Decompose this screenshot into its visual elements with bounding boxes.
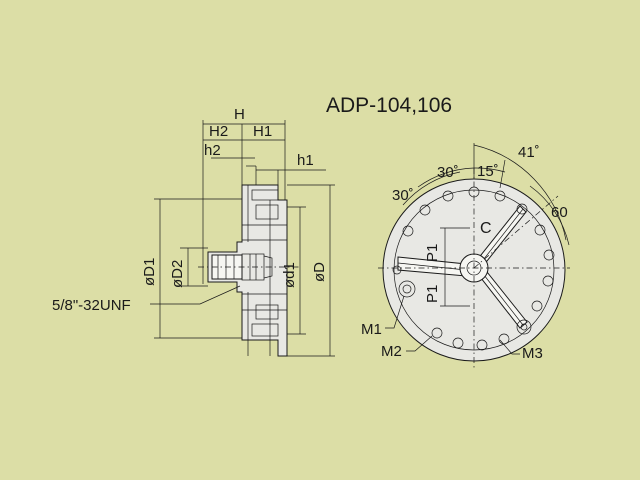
bolt-hole (452, 337, 464, 349)
label-M3: M3 (522, 345, 543, 362)
label-angle-41: 41˚ (518, 144, 540, 161)
bolt-hole (494, 190, 506, 202)
label-diameter-D2: øD2 (169, 260, 186, 288)
label-P1-upper: P1 (424, 244, 441, 262)
bolt-hole (431, 327, 443, 339)
label-angle-15: 15˚ (477, 163, 499, 180)
label-C: C (480, 220, 492, 237)
bolt-hole (531, 300, 543, 312)
bolt-hole (442, 190, 454, 202)
label-H2: H2 (209, 123, 228, 140)
bolt-hole (542, 275, 554, 287)
label-h1: h1 (297, 152, 314, 169)
bolt-hole (534, 224, 546, 236)
bolt-hole (498, 333, 510, 345)
label-60: 60 (551, 204, 568, 221)
drawing-title: ADP-104,106 (326, 94, 452, 117)
bolt-hole (520, 323, 528, 331)
label-diameter-D1: øD1 (141, 258, 158, 286)
label-P1-lower: P1 (424, 285, 441, 303)
bolt-hole (419, 204, 431, 216)
label-H1: H1 (253, 123, 272, 140)
label-diameter-d1: ød1 (281, 262, 298, 288)
bolt-hole (392, 265, 402, 275)
side-view: H H2 H1 h2 h1 øD ød1 øD1 øD2 5/8"-32UNF (52, 106, 335, 357)
label-h2: h2 (204, 142, 221, 159)
label-angle-30-left: 30˚ (392, 187, 414, 204)
bolt-hole (516, 319, 532, 335)
bolt-hole (516, 203, 528, 215)
bolt-hole (398, 280, 416, 298)
label-angle-30-top: 30˚ (437, 164, 459, 181)
bolt-hole (402, 225, 414, 237)
bolt-hole (543, 249, 555, 261)
side-body (207, 184, 288, 357)
front-view: C P1 P1 41˚ 30˚ 15˚ 30˚ 60 M1 M2 M3 (361, 143, 570, 368)
label-diameter-D: øD (311, 262, 328, 282)
bolt-hole (476, 339, 488, 351)
label-H: H (234, 106, 245, 123)
bolt-hole (402, 284, 412, 294)
label-M2: M2 (381, 343, 402, 360)
label-thread: 5/8"-32UNF (52, 297, 131, 314)
label-M1: M1 (361, 321, 382, 338)
